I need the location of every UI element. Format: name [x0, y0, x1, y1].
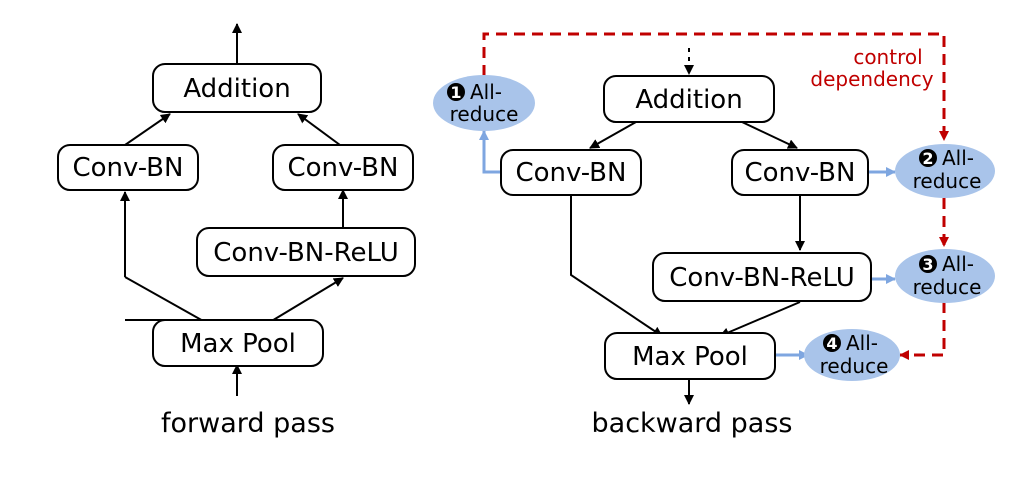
- bwd-node-addition-label: Addition: [635, 85, 742, 115]
- forward-pass-graph: Addition Conv-BN Conv-BN Conv-BN-ReLU Ma…: [57, 23, 416, 439]
- allreduce-2-line1: All-: [942, 146, 974, 170]
- fwd-node-conv-bn-relu-label: Conv-BN-ReLU: [213, 238, 398, 268]
- backward-pass-graph: Addition Conv-BN Conv-BN Conv-BN-ReLU Ma…: [433, 32, 995, 439]
- allreduce-4: 4 All- reduce: [804, 329, 900, 381]
- fwd-node-conv-bn-left-label: Conv-BN: [73, 153, 184, 183]
- fwd-node-addition-label: Addition: [183, 74, 290, 104]
- allreduce-2-number: 2: [922, 149, 933, 168]
- allreduce-3: 3 All- reduce: [895, 249, 995, 303]
- allreduce-3-line2: reduce: [913, 275, 982, 299]
- edge-bwd-addition-convbnleft: [589, 121, 637, 149]
- fwd-node-max-pool-label: Max Pool: [180, 329, 296, 359]
- allreduce-1-badge: [447, 83, 465, 101]
- allreduce-1-line2: reduce: [450, 102, 519, 126]
- fwd-node-conv-bn-right-label: Conv-BN: [288, 153, 399, 183]
- edge-fwd-convbnright-addition: [297, 113, 341, 146]
- bwd-node-conv-bn-right-label: Conv-BN: [745, 158, 856, 188]
- edge-bwd-relu-maxpool: [719, 301, 801, 338]
- control-dependency-edge-3-4: [899, 302, 946, 360]
- fwd-node-conv-bn-left: Conv-BN: [57, 144, 199, 191]
- allreduce-3-number: 3: [922, 255, 933, 274]
- allreduce-4-line2: reduce: [820, 354, 889, 378]
- fwd-node-conv-bn-right: Conv-BN: [272, 144, 414, 191]
- edge-fwd-maxpool-relu: [269, 277, 344, 323]
- bwd-node-conv-bn-right: Conv-BN: [731, 149, 869, 196]
- edge-bwd-convbnleft-maxpool: [570, 196, 663, 337]
- fwd-node-addition: Addition: [152, 63, 322, 113]
- bwd-node-conv-bn-relu: Conv-BN-ReLU: [652, 252, 872, 302]
- fwd-node-max-pool: Max Pool: [152, 319, 324, 367]
- control-dependency-label-line1: control: [853, 45, 922, 69]
- bwd-node-max-pool: Max Pool: [604, 332, 776, 380]
- allreduce-1-number: 1: [450, 83, 461, 102]
- allreduce-2-badge: [919, 149, 937, 167]
- bwd-node-max-pool-label: Max Pool: [632, 342, 748, 372]
- allreduce-2: 2 All- reduce: [895, 144, 995, 198]
- bwd-node-conv-bn-relu-label: Conv-BN-ReLU: [669, 263, 854, 293]
- allreduce-3-badge: [919, 255, 937, 273]
- control-dependency-edge-1-2: [482, 32, 949, 141]
- control-dependency-label-line2: dependency: [810, 67, 933, 91]
- allreduce-2-line2: reduce: [913, 169, 982, 193]
- edge-convbnleft-allreduce-1: [479, 130, 501, 174]
- allreduce-3-line1: All-: [942, 252, 974, 276]
- allreduce-4-line1: All-: [846, 331, 878, 355]
- fwd-node-conv-bn-relu: Conv-BN-ReLU: [196, 227, 416, 277]
- edge-bwd-addition-convbnright: [741, 121, 798, 149]
- allreduce-1-line1: All-: [470, 80, 502, 104]
- edge-fwd-maxpool-left-diag: [124, 276, 206, 323]
- bwd-node-conv-bn-left-label: Conv-BN: [516, 158, 627, 188]
- allreduce-4-number: 4: [826, 334, 837, 353]
- edge-fwd-left-vertical: [125, 277, 192, 324]
- edge-fwd-convbnleft-addition: [124, 113, 171, 146]
- bwd-node-addition: Addition: [603, 75, 775, 123]
- allreduce-1: 1 All- reduce: [433, 75, 535, 131]
- allreduce-4-badge: [823, 334, 841, 352]
- forward-pass-caption: forward pass: [161, 408, 335, 439]
- bwd-node-conv-bn-left: Conv-BN: [500, 149, 642, 196]
- backward-pass-caption: backward pass: [592, 408, 793, 439]
